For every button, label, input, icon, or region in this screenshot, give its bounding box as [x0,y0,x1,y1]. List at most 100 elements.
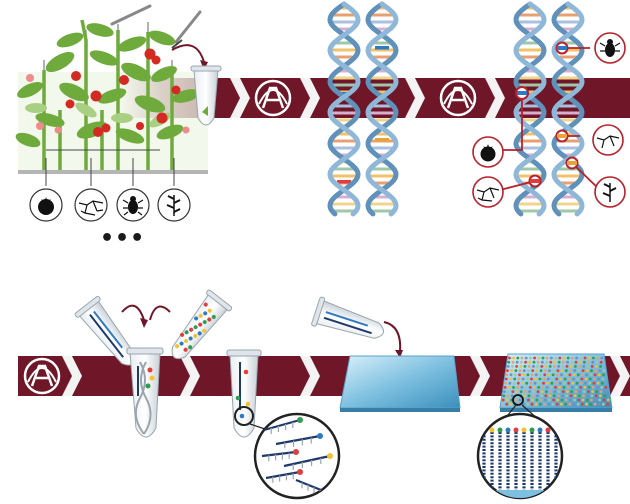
sequencing-cluster-dot [584,377,588,381]
sequencing-cluster-dot [573,398,576,402]
sequencing-cluster-dot [549,390,552,393]
sequencing-cluster-dot [590,369,593,372]
cracked-soil-icon [74,188,108,222]
sequencing-cluster-dot [516,386,520,389]
sequencing-cluster-dot [580,377,584,381]
sequencing-cluster-dot [562,386,566,389]
fragment-zoom-inset [253,412,341,500]
sequencing-cluster-dot [531,398,534,402]
sequencing-cluster-dot [557,394,560,398]
sequencing-cluster-dot [547,402,551,406]
sequencing-cluster-dot [565,365,569,368]
dna-helix-pair-associations [513,1,585,217]
sequencing-cluster-dot [554,356,557,360]
sequencing-cluster-dot [517,377,521,381]
sequencing-cluster-dot [570,360,574,364]
sample-transfer-arrowhead [200,60,208,70]
sequencing-cluster-dot [596,381,600,385]
callout-plant-shoot-icon [594,176,626,208]
sequencing-cluster-dot [578,365,581,368]
sequencing-cluster-dot [560,402,563,406]
sequencing-cluster-dot [585,402,588,406]
sequencing-cluster-dot [593,402,597,406]
sequencing-cluster-dot [546,377,550,381]
sequencing-cluster-dot [529,356,532,360]
sequencing-cluster-dot [586,394,590,398]
sequencing-cluster-dot [570,386,574,389]
sequencing-cluster-dot [571,381,575,385]
sequencing-cluster-dot [588,381,592,385]
dna-fragment [295,478,327,494]
sequencing-cluster-dot [598,398,602,402]
sequencing-cluster-dot [557,365,560,368]
sequencing-cluster-dot [564,369,568,372]
sequencing-cluster-dot [510,394,514,398]
sequencing-cluster-dot [543,398,547,402]
sequencing-cluster-dot [548,398,551,402]
sequencing-cluster-dot [581,402,584,406]
sequencing-cluster-dot [557,390,561,393]
adapter-bead [202,328,207,333]
sequencing-cluster-dot [561,365,565,368]
cluster-label [529,427,535,433]
sequencing-cluster-dot [563,381,566,385]
sequencing-cluster-dot [548,365,552,368]
fragment-adapter [297,417,303,423]
flow-cell-slide [339,355,461,412]
sequencing-cluster-dot [512,381,516,385]
adapter-bead [184,330,189,335]
sequencing-cluster-dot [558,381,562,385]
sequencing-cluster-dot [543,373,547,377]
sequencing-cluster-dot [579,356,583,360]
reagent-tube-right [171,289,233,360]
sequencing-cluster-dot [551,373,555,377]
fragment-adapter [327,453,333,459]
sequencing-cluster-dot [544,394,548,398]
sequencing-cluster-dot [599,394,602,398]
sequencing-cluster-dot [588,377,592,381]
plant-shoot-icon [157,188,191,222]
sequencing-cluster-dot [537,386,541,389]
sequencing-cluster-dot [598,369,602,372]
sequencing-cluster-dot [576,377,580,381]
sequencing-cluster-dot [581,398,585,402]
sequencing-cluster-dot [538,377,542,381]
sequencing-cluster-dot [519,365,523,368]
sequencing-cluster-dot [525,381,529,385]
sequencing-cluster-dot [501,402,504,406]
sequencing-cluster-dot [551,402,555,406]
cluster-label [521,427,527,433]
sequencing-cluster-dot [606,402,609,406]
sequencing-cluster-dot [523,365,527,368]
sequencing-cluster-dot [537,381,541,385]
adapter-bead [197,331,202,336]
cluster-label [545,427,551,433]
sequencing-cluster-dot [576,402,580,406]
sequencing-cluster-dot [562,356,566,360]
sequencing-cluster-dot [516,381,520,385]
dna-strand-front [327,1,361,217]
tomato-field [15,19,208,186]
sequencing-cluster-dot [595,360,599,364]
sequencing-cluster-dot [542,377,546,381]
sequencing-cluster-dot [514,369,518,372]
sequencing-cluster-dot [585,373,589,377]
snp-marker [375,138,389,142]
sequencing-cluster-dot [560,398,564,402]
sequencing-cluster-dot [558,356,562,360]
sequencing-cluster-dot [560,373,563,377]
sequencing-cluster-dot [501,398,505,402]
sequencing-cluster-dot [504,377,508,381]
sequencing-cluster-dot [568,373,572,377]
sequencing-cluster-dot [545,390,548,393]
tomato-fruit-icon [29,188,63,222]
cluster-label [513,427,519,433]
sequencing-cluster-dot [569,369,572,372]
leaf-sample-tube [190,65,222,126]
dna-fragment [265,470,301,480]
sequencing-cluster-dot [543,369,547,372]
cluster-zoom-inset [476,412,564,500]
sequencing-cluster-dot [528,390,531,393]
adapter-bead [207,308,212,313]
